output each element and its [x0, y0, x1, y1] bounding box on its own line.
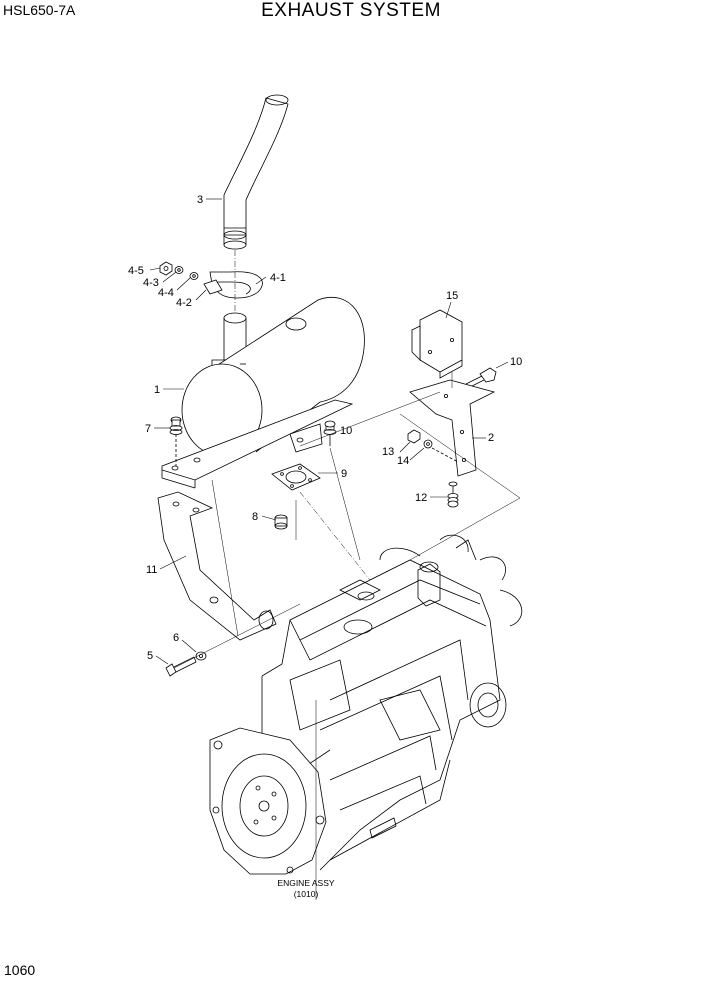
bolt-10-upper: [465, 367, 497, 389]
washer-6: [195, 651, 207, 661]
assembly-guide-lines: [173, 250, 521, 900]
washer-4-3: [174, 266, 184, 274]
nut-13: [407, 429, 421, 444]
callout-1: 1: [154, 384, 160, 396]
callout-labels: 3 4-5 4-3 4-4 4-2 4-1 1 7 10 9 8 11 6 5 …: [128, 194, 522, 662]
callout-9: 9: [341, 468, 347, 480]
muffler: [181, 297, 365, 457]
callout-10-lower: 10: [340, 425, 352, 437]
callout-4-1: 4-1: [270, 272, 286, 284]
callout-13: 13: [382, 446, 394, 458]
callout-5: 5: [147, 650, 153, 662]
callout-10-upper: 10: [510, 356, 522, 368]
flywheel-housing: [209, 727, 327, 875]
callout-2: 2: [488, 432, 494, 444]
callout-4-4: 4-4: [158, 287, 174, 299]
callout-4-2: 4-2: [176, 297, 192, 309]
bracket-15: [411, 309, 463, 379]
nut-4-5: [159, 261, 173, 276]
bracket-2: [409, 379, 496, 477]
callout-3: 3: [197, 194, 203, 206]
callout-15: 15: [446, 290, 458, 302]
page-number: 1060: [4, 962, 36, 978]
callout-14: 14: [397, 455, 409, 467]
callout-4-3: 4-3: [143, 277, 159, 289]
callout-12: 12: [415, 492, 427, 504]
engine-assy-caption: ENGINE ASSY: [277, 878, 334, 888]
callout-7: 7: [145, 423, 151, 435]
callout-11: 11: [146, 564, 157, 576]
washer-4-4: [189, 272, 199, 280]
plug: [274, 514, 288, 530]
page-title: EXHAUST SYSTEM: [261, 0, 441, 21]
tail-pipe: [223, 94, 289, 250]
engine-assy-ref: (1010): [294, 889, 319, 899]
clamp: [203, 271, 263, 299]
muffler-bracket: [161, 399, 354, 489]
bolt-10-lower: [323, 420, 337, 446]
bolt-12: [447, 481, 459, 508]
gasket: [271, 463, 321, 491]
engine-block: [261, 559, 507, 871]
callout-6: 6: [173, 632, 179, 644]
callout-8: 8: [252, 511, 258, 523]
callout-4-5: 4-5: [128, 265, 144, 277]
leader-lines: [149, 198, 509, 665]
bolt-5: [165, 656, 197, 677]
model-code: HSL650-7A: [3, 2, 76, 18]
support-arm: [157, 491, 277, 641]
washer-14: [423, 439, 433, 449]
